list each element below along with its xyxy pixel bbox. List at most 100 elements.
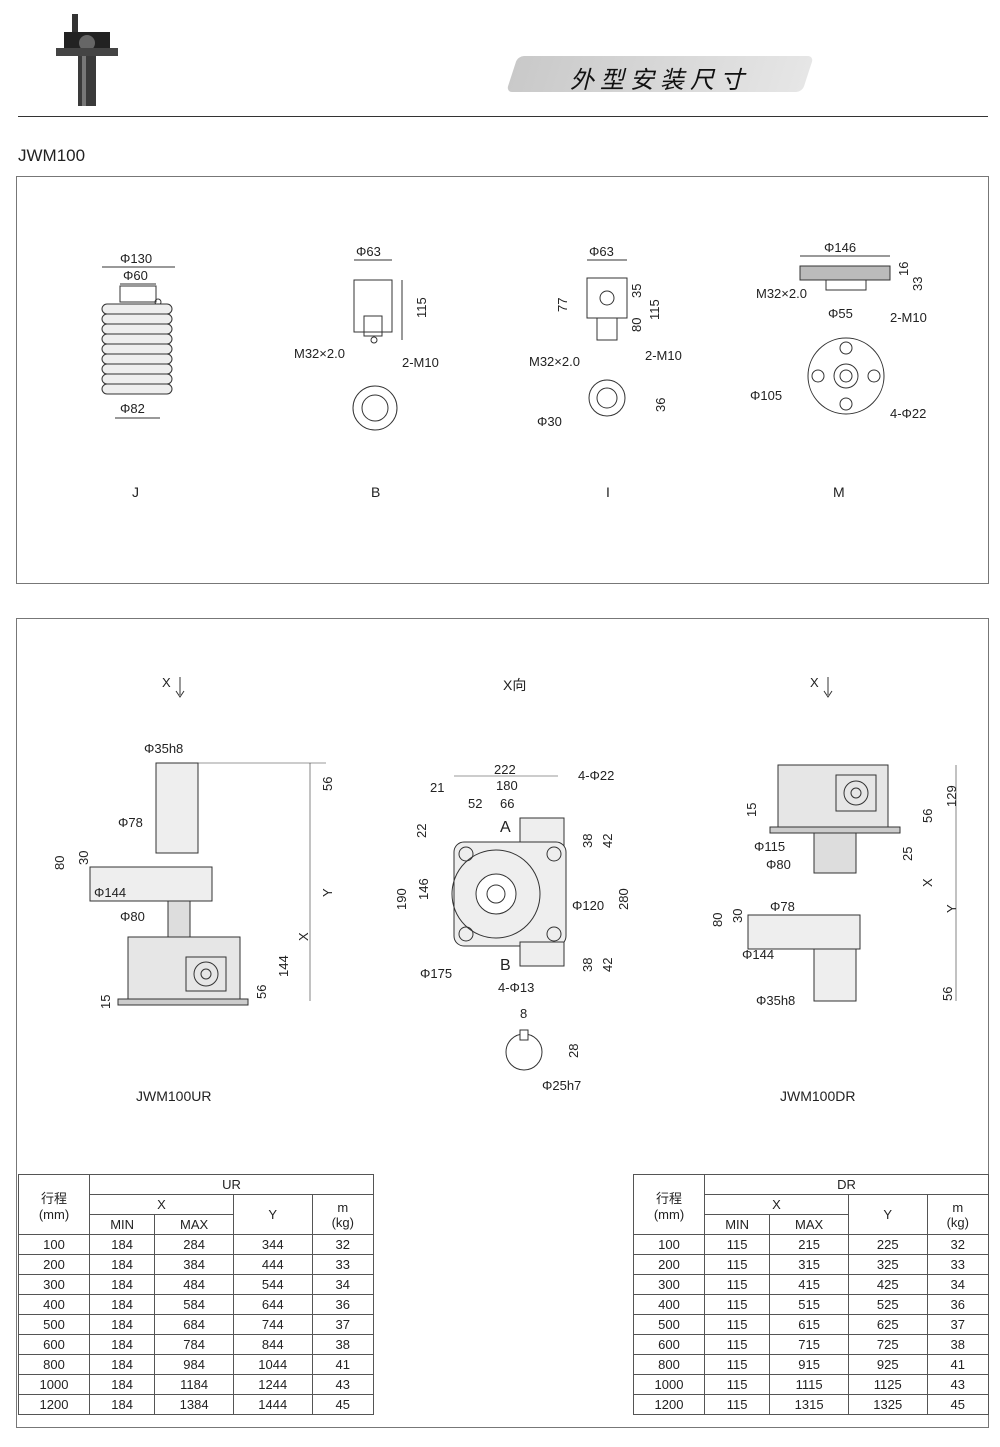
dr-dim-3: Φ115 xyxy=(754,839,785,854)
ur-dim-11: 15 xyxy=(98,995,113,1009)
table-cell: 1000 xyxy=(633,1374,705,1395)
table-cell: 1000 xyxy=(18,1374,90,1395)
x-direction-label: X向 xyxy=(503,677,527,693)
dr-dim-10: Φ78 xyxy=(770,899,795,914)
table-cell: 715 xyxy=(769,1334,849,1355)
ur-drawing-label: JWM100UR xyxy=(136,1088,212,1104)
table-cell: 415 xyxy=(769,1274,849,1295)
table-cell: 1044 xyxy=(232,1354,313,1375)
table-cell: 215 xyxy=(769,1234,849,1255)
table-cell: 400 xyxy=(633,1294,705,1315)
xv-dim-1: 21 xyxy=(430,780,444,795)
xv-dim-8: 42 xyxy=(600,834,615,848)
drawing-x-view: 222 21 180 52 66 4-Φ22 A 38 42 22 190 14… xyxy=(394,762,631,1093)
dim-b-2: M32×2.0 xyxy=(294,346,345,361)
ur-table-title: UR xyxy=(89,1174,374,1195)
dim-m-2: 33 xyxy=(910,277,925,291)
xv-dim-11: 146 xyxy=(416,878,431,900)
dr-table-title: DR xyxy=(704,1174,989,1195)
table-cell: 444 xyxy=(232,1254,313,1275)
dim-b-0: Φ63 xyxy=(356,244,381,259)
table-cell: 515 xyxy=(769,1294,849,1315)
table-cell: 625 xyxy=(847,1314,928,1335)
dim-i-7: 36 xyxy=(653,398,668,412)
table-cell: 184 xyxy=(88,1254,156,1275)
table-cell: 1200 xyxy=(633,1394,705,1415)
dr-m-header: m(kg) xyxy=(926,1194,990,1235)
table-cell: 484 xyxy=(154,1274,234,1295)
dr-dim-1: 56 xyxy=(920,809,935,823)
drawing-i: Φ63 77 35 80 115 M32×2.0 2-M10 36 Φ30 xyxy=(529,244,682,429)
xv-dim-2: 180 xyxy=(496,778,518,793)
xv-dim-16: 4-Φ13 xyxy=(498,980,534,995)
table-cell: 41 xyxy=(926,1354,990,1375)
table-cell: 200 xyxy=(18,1254,90,1275)
table-cell: 844 xyxy=(232,1334,313,1355)
dr-dim-7: Y xyxy=(944,904,959,913)
table-cell: 115 xyxy=(703,1374,771,1395)
dr-dim-13: Φ35h8 xyxy=(756,993,795,1008)
table-cell: 200 xyxy=(633,1254,705,1275)
table-cell: 100 xyxy=(633,1234,705,1255)
xv-dim-12: Φ120 xyxy=(572,898,604,913)
dim-m-6: Φ105 xyxy=(750,388,782,403)
table-cell: 915 xyxy=(769,1354,849,1375)
dr-dim-11: Φ144 xyxy=(742,947,774,962)
xv-dim-9: 22 xyxy=(414,824,429,838)
table-cell: 1115 xyxy=(769,1374,849,1395)
table-cell: 184 xyxy=(88,1294,156,1315)
table-cell: 584 xyxy=(154,1294,234,1315)
dim-j-1: Φ60 xyxy=(123,268,148,283)
dim-m-7: 4-Φ22 xyxy=(890,406,926,421)
table-cell: 384 xyxy=(154,1254,234,1275)
view-label-b: B xyxy=(371,484,381,500)
dim-m-5: 2-M10 xyxy=(890,310,927,325)
table-cell: 1125 xyxy=(847,1374,928,1395)
table-cell: 43 xyxy=(926,1374,990,1395)
table-cell: 38 xyxy=(311,1334,375,1355)
table-cell: 184 xyxy=(88,1234,156,1255)
table-cell: 36 xyxy=(926,1294,990,1315)
ur-dim-3: 80 xyxy=(52,856,67,870)
table-cell: 225 xyxy=(847,1234,928,1255)
xv-dim-15: B xyxy=(500,957,511,974)
table-cell: 1200 xyxy=(18,1394,90,1415)
table-cell: 425 xyxy=(847,1274,928,1295)
dim-i-4: 115 xyxy=(647,299,662,320)
dr-max-header: MAX xyxy=(769,1214,849,1235)
table-cell: 37 xyxy=(926,1314,990,1335)
drawing-b: Φ63 115 M32×2.0 2-M10 xyxy=(294,244,439,431)
dim-i-0: Φ63 xyxy=(589,244,614,259)
table-cell: 600 xyxy=(633,1334,705,1355)
table-cell: 115 xyxy=(703,1314,771,1335)
table-cell: 45 xyxy=(926,1394,990,1415)
drawing-j: Φ130 Φ60 Φ82 xyxy=(101,251,175,419)
xv-dim-4: 66 xyxy=(500,796,514,811)
table-cell: 184 xyxy=(88,1274,156,1295)
table-cell: 184 xyxy=(88,1314,156,1335)
model-name: JWM100 xyxy=(18,146,86,165)
table-cell: 1444 xyxy=(232,1394,313,1415)
table-cell: 34 xyxy=(926,1274,990,1295)
table-cell: 115 xyxy=(703,1394,771,1415)
ur-dim-10: 56 xyxy=(254,985,269,999)
table-cell: 33 xyxy=(311,1254,375,1275)
table-cell: 115 xyxy=(703,1274,771,1295)
ur-dim-9: 144 xyxy=(276,955,291,977)
ur-dim-2: Φ78 xyxy=(118,815,143,830)
dr-drawing-label: JWM100DR xyxy=(780,1088,856,1104)
table-cell: 325 xyxy=(847,1254,928,1275)
table-cell: 100 xyxy=(18,1234,90,1255)
dim-j-0: Φ130 xyxy=(120,251,152,266)
xv-dim-21: Φ25h7 xyxy=(542,1078,581,1093)
